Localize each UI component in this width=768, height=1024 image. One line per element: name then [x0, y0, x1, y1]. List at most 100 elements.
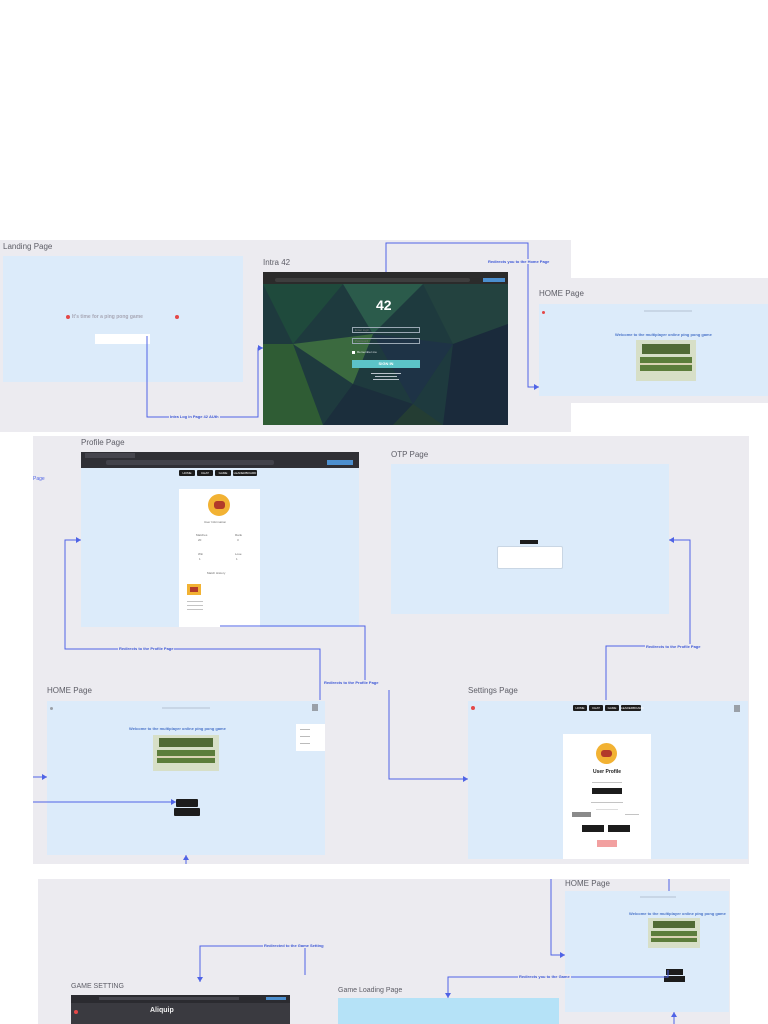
settings-upload-line	[592, 782, 622, 783]
profile-history-thumbnail	[187, 584, 201, 595]
settings-action-left-button[interactable]	[582, 825, 604, 832]
profile-address-bar[interactable]	[106, 460, 274, 465]
home-top-welcome: Welcome to the multiplayer online ping p…	[615, 332, 712, 337]
anno-to-profile-mid: Redirects to the Profile Page	[323, 680, 380, 685]
settings-logo-icon	[471, 706, 475, 710]
settings-avatar[interactable]	[734, 705, 740, 712]
settings-upload-button[interactable]	[592, 788, 622, 794]
anno-to-game: Redirects you to the Game	[518, 974, 571, 979]
otp-page-frame	[391, 464, 669, 614]
game-loading-frame-title: Game Loading Page	[338, 987, 403, 994]
settings-2fa-line	[625, 814, 639, 815]
settings-tab-home[interactable]: HOME	[573, 705, 587, 711]
settings-tab-leaderboard[interactable]: LEADERBOARD	[621, 705, 644, 711]
profile-stat-rank-value: 3	[237, 538, 239, 542]
home-top-court-image	[636, 340, 696, 381]
settings-profile-card: User Profile	[563, 734, 651, 859]
otp-input-box[interactable]	[497, 546, 563, 569]
home-mid-logo-icon	[50, 707, 53, 710]
profile-stat-win-value: 1	[199, 557, 201, 561]
landing-headline: It's time for a ping pong game	[72, 314, 143, 320]
settings-tab-chat[interactable]: CHAT	[589, 705, 603, 711]
home-bottom-frame-title: HOME Page	[565, 879, 610, 888]
game-loading-frame	[338, 998, 559, 1024]
profile-stat-lose-label: Lose	[235, 552, 242, 556]
profile-stat-matches-label: Matches	[196, 533, 208, 537]
ping-pong-right-icon	[175, 315, 179, 319]
home-mid-popup-button-2[interactable]	[174, 808, 200, 816]
intra-signin-button[interactable]: SIGN IN	[352, 360, 420, 368]
game-setting-logo-icon	[74, 1010, 78, 1014]
game-setting-browser-action[interactable]	[266, 997, 286, 1000]
settings-tab-game[interactable]: GAME	[605, 705, 619, 711]
settings-input-line	[596, 809, 618, 810]
game-setting-address-bar[interactable]	[99, 997, 239, 1000]
profile-tab-leaderboard[interactable]: LEADERBOARD	[233, 470, 257, 476]
intra-42-logo: 42	[376, 297, 392, 313]
home-mid-avatar[interactable]	[312, 704, 318, 711]
otp-frame-title: OTP Page	[391, 450, 429, 459]
home-bottom-frame: Welcome to the multiplayer online ping p…	[565, 891, 729, 1012]
home-mid-court-image	[153, 735, 219, 771]
settings-action-right-button[interactable]	[608, 825, 630, 832]
profile-browser-action[interactable]	[327, 460, 353, 465]
profile-stat-win-label: Win	[198, 552, 204, 556]
home-bottom-nav[interactable]	[640, 896, 676, 898]
anno-to-game-setting: Redirected to the Game Setting	[263, 943, 325, 948]
profile-frame-title: Profile Page	[81, 438, 125, 447]
profile-history-heading: Match History	[207, 571, 226, 575]
otp-submit-button[interactable]	[520, 540, 538, 544]
settings-avatar-image	[596, 743, 617, 764]
intra-login-accent	[483, 278, 505, 282]
home-mid-welcome: Welcome to the multiplayer online ping p…	[129, 726, 226, 731]
intra-remember-checkbox[interactable]	[352, 351, 355, 354]
home-bottom-popup-button-2[interactable]	[664, 976, 685, 982]
intra-login-input[interactable]	[352, 327, 420, 333]
intra-remember-label: Remember me	[357, 350, 377, 354]
home-mid-frame-title: HOME Page	[47, 686, 92, 695]
profile-info-card: User Information Matches 20 Rank 3 Win 1…	[179, 489, 260, 627]
home-top-frame-title: HOME Page	[539, 289, 584, 298]
home-top-logo-icon	[542, 311, 545, 314]
anno-to-home: Redirects you to the Home Page	[487, 259, 551, 264]
profile-tab-home[interactable]: HOME	[179, 470, 195, 476]
profile-stat-lose-value: 1	[236, 557, 238, 561]
home-bottom-popup-button-1[interactable]	[666, 969, 683, 975]
intra-frame-title: Intra 42	[263, 258, 291, 267]
settings-save-button[interactable]	[597, 840, 617, 847]
home-mid-nav[interactable]	[162, 707, 210, 709]
anno-to-profile-left: Redirects to the Profile Page	[118, 646, 175, 651]
intra-address-field[interactable]	[275, 278, 470, 282]
home-bottom-court-image	[648, 918, 700, 948]
profile-card-heading: User Information	[204, 520, 227, 524]
profile-tab-game[interactable]: GAME	[215, 470, 231, 476]
anno-intra-login: Intra Log in Page 42 AUth	[169, 414, 220, 419]
home-mid-dropdown-menu[interactable]	[296, 724, 325, 751]
landing-frame-title: Landing Page	[3, 242, 53, 251]
home-top-frame: Welcome to the multiplayer online ping p…	[539, 304, 768, 396]
home-top-nav[interactable]	[644, 310, 692, 312]
profile-tab-strip	[85, 453, 135, 458]
home-mid-popup-button-1[interactable]	[176, 799, 198, 807]
profile-avatar	[208, 494, 230, 516]
anno-to-profile-right: Redirects to the Profile Page	[645, 644, 702, 649]
game-setting-frame-title: GAME SETTING	[71, 983, 124, 990]
ping-pong-left-icon	[66, 315, 70, 319]
profile-tab-chat[interactable]: CHAT	[197, 470, 213, 476]
intra-login-frame: 42 Remember me SIGN IN	[263, 272, 508, 425]
intra-password-input[interactable]	[352, 338, 420, 344]
profile-stat-rank-label: Rank	[235, 533, 243, 537]
game-setting-frame: Aliquip	[71, 995, 290, 1024]
profile-page-frame: HOME CHAT GAME LEADERBOARD User Informat…	[81, 452, 359, 627]
cutoff-page-label: Page	[33, 476, 45, 482]
settings-2fa-toggle[interactable]	[572, 812, 591, 817]
settings-page-frame: HOME CHAT GAME LEADERBOARD User Profile	[468, 701, 748, 859]
landing-cta-button[interactable]	[95, 334, 150, 344]
intra-help-links[interactable]	[371, 373, 401, 382]
settings-card-heading: User Profile	[593, 769, 622, 775]
settings-frame-title: Settings Page	[468, 686, 518, 695]
profile-history-lines	[187, 601, 203, 610]
settings-username-line	[591, 802, 623, 803]
home-mid-frame: Welcome to the multiplayer online ping p…	[47, 701, 325, 855]
landing-page-frame: It's time for a ping pong game	[3, 256, 243, 382]
